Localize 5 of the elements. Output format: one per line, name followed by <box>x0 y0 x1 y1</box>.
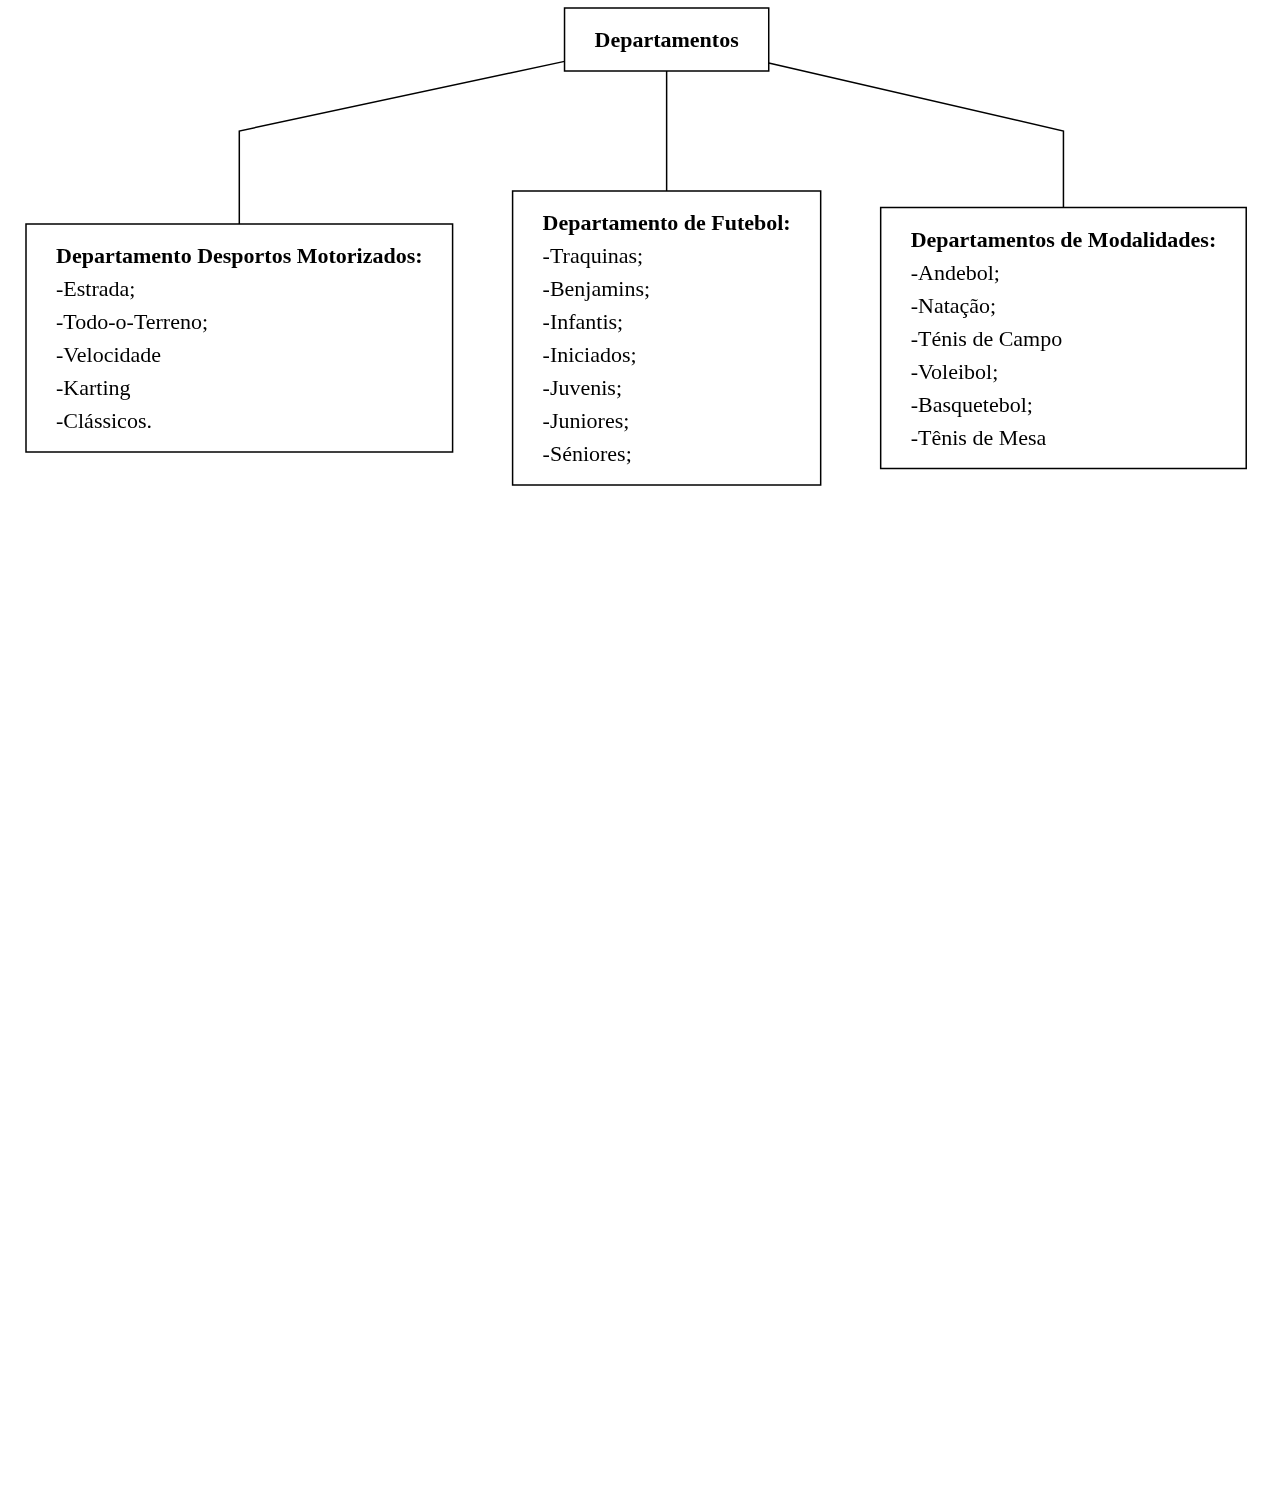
node-box: Departamento Desportos Motorizados: -Estrada; -Todo-o-Terreno; -Velocidade -Karting -Clássicos. <box>25 223 454 453</box>
node-box: Departamentos <box>563 7 770 72</box>
node-box: Departamentos de Modalidades: -Andebol; -Natação; -Ténis de Campo -Voleibol; -Basquetebol; -Tênis de Mesa <box>879 206 1247 470</box>
node-box: Departamento de Futebol: -Traquinas; -Benjamins; -Infantis; -Iniciados; -Juvenis; -Juniores; -Séniores; <box>511 190 822 486</box>
connector <box>665 70 668 192</box>
